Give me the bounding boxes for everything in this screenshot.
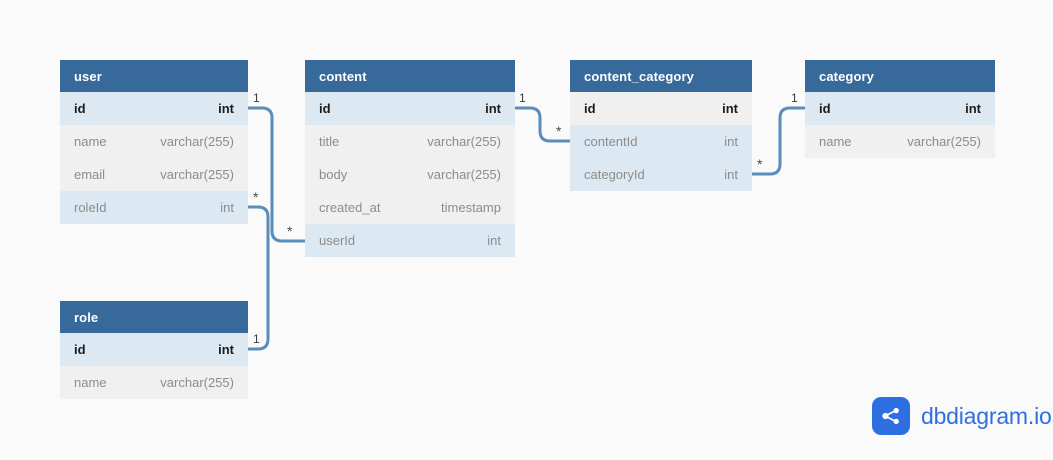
dbdiagram-branding: dbdiagram.io bbox=[872, 397, 1052, 435]
dbdiagram-wordmark: dbdiagram.io bbox=[921, 402, 1052, 429]
field-type: int bbox=[724, 167, 738, 182]
relationship-user-content bbox=[246, 106, 307, 243]
field-type: int bbox=[218, 101, 234, 116]
field-type: varchar(255) bbox=[427, 134, 501, 149]
table-user[interactable]: user id int name varchar(255) email varchar(25… bbox=[60, 60, 248, 224]
table-title: user bbox=[74, 68, 102, 84]
field-row[interactable]: name varchar(255) bbox=[60, 366, 248, 399]
table-content[interactable]: content id int title varchar(255) body varchar… bbox=[305, 60, 515, 257]
cardinality-label: 1 bbox=[519, 91, 526, 105]
field-row[interactable]: id int bbox=[305, 92, 515, 125]
field-row[interactable]: name varchar(255) bbox=[805, 125, 995, 158]
field-row[interactable]: id int bbox=[60, 92, 248, 125]
field-name: created_at bbox=[319, 200, 381, 215]
field-name: email bbox=[74, 167, 106, 182]
field-row[interactable]: title varchar(255) bbox=[305, 125, 515, 158]
table-category[interactable]: category id int name varchar(255) bbox=[805, 60, 995, 158]
table-title: content bbox=[319, 68, 367, 84]
field-name: contentId bbox=[584, 134, 638, 149]
relationship-role-user bbox=[246, 205, 270, 351]
field-type: varchar(255) bbox=[427, 167, 501, 182]
field-row[interactable]: body varchar(255) bbox=[305, 158, 515, 191]
table-header-user[interactable]: user bbox=[60, 60, 248, 92]
field-name: id bbox=[74, 101, 86, 116]
relationship-content-contentcategory bbox=[513, 106, 572, 143]
field-row[interactable]: contentId int bbox=[570, 125, 752, 158]
table-header-content[interactable]: content bbox=[305, 60, 515, 92]
field-row[interactable]: categoryId int bbox=[570, 158, 752, 191]
field-name: name bbox=[819, 134, 852, 149]
table-role[interactable]: role id int name varchar(255) bbox=[60, 301, 248, 399]
cardinality-label: * bbox=[757, 156, 763, 172]
table-title: role bbox=[74, 309, 99, 325]
field-type: int bbox=[485, 101, 501, 116]
field-row[interactable]: email varchar(255) bbox=[60, 158, 248, 191]
dbdiagram-logo-icon bbox=[872, 397, 910, 435]
field-name: name bbox=[74, 134, 107, 149]
field-type: timestamp bbox=[441, 200, 501, 215]
field-type: varchar(255) bbox=[907, 134, 981, 149]
field-row[interactable]: roleId int bbox=[60, 191, 248, 224]
table-header-role[interactable]: role bbox=[60, 301, 248, 333]
field-type: int bbox=[965, 101, 981, 116]
cardinality-label: 1 bbox=[791, 91, 798, 105]
field-name: id bbox=[74, 342, 86, 357]
field-name: id bbox=[584, 101, 596, 116]
field-type: varchar(255) bbox=[160, 134, 234, 149]
field-name: id bbox=[819, 101, 831, 116]
field-row[interactable]: name varchar(255) bbox=[60, 125, 248, 158]
field-name: id bbox=[319, 101, 331, 116]
field-row[interactable]: id int bbox=[570, 92, 752, 125]
table-header-category[interactable]: category bbox=[805, 60, 995, 92]
field-row[interactable]: id int bbox=[60, 333, 248, 366]
field-name: categoryId bbox=[584, 167, 645, 182]
cardinality-label: * bbox=[556, 123, 562, 139]
cardinality-label: 1 bbox=[253, 332, 260, 346]
field-name: roleId bbox=[74, 200, 107, 215]
field-type: int bbox=[722, 101, 738, 116]
field-type: int bbox=[218, 342, 234, 357]
table-title: content_category bbox=[584, 68, 694, 84]
field-type: varchar(255) bbox=[160, 167, 234, 182]
field-name: userId bbox=[319, 233, 356, 248]
cardinality-label: 1 bbox=[253, 91, 260, 105]
table-header-content_category[interactable]: content_category bbox=[570, 60, 752, 92]
field-type: int bbox=[487, 233, 501, 248]
field-row[interactable]: created_at timestamp bbox=[305, 191, 515, 224]
field-name: title bbox=[319, 134, 340, 149]
field-row[interactable]: id int bbox=[805, 92, 995, 125]
field-row[interactable]: userId int bbox=[305, 224, 515, 257]
field-name: name bbox=[74, 375, 107, 390]
field-type: int bbox=[724, 134, 738, 149]
cardinality-label: * bbox=[287, 223, 293, 239]
cardinality-label: * bbox=[253, 189, 259, 205]
field-type: int bbox=[220, 200, 234, 215]
field-name: body bbox=[319, 167, 348, 182]
table-title: category bbox=[819, 68, 874, 84]
field-type: varchar(255) bbox=[160, 375, 234, 390]
